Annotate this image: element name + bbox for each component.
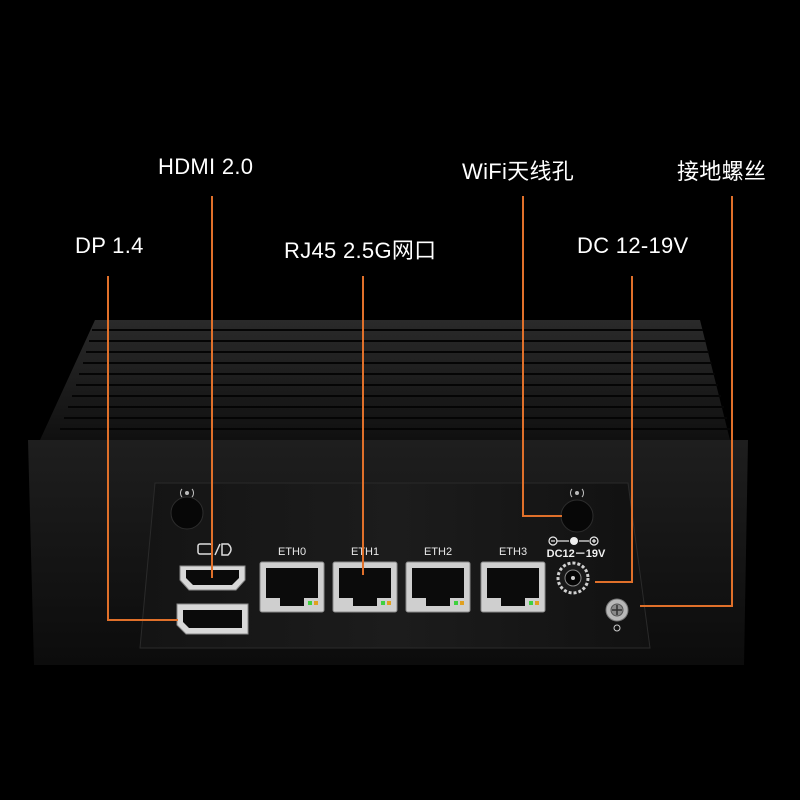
dp-leader-line bbox=[107, 276, 178, 621]
ground-screw bbox=[605, 598, 629, 632]
dc-marking: DC12－19V bbox=[547, 548, 606, 560]
hdmi-label: HDMI 2.0 bbox=[158, 154, 254, 179]
rj45-label: RJ45 2.5G网口 bbox=[284, 238, 437, 263]
eth3-label: ETH3 bbox=[499, 546, 527, 558]
dc-leader-line bbox=[595, 276, 633, 583]
displayport-port bbox=[176, 603, 249, 635]
rj45-port-eth1 bbox=[332, 561, 398, 613]
eth1-label: ETH1 bbox=[351, 546, 379, 558]
rj45-port-eth0 bbox=[259, 561, 325, 613]
eth0-label: ETH0 bbox=[278, 546, 306, 558]
ground-leader-line bbox=[640, 196, 733, 607]
dc-power-label: DC 12-19V bbox=[577, 233, 689, 258]
leader-lines bbox=[107, 196, 733, 621]
dc-power-jack bbox=[556, 561, 590, 595]
wifi-antenna-label: WiFi天线孔 bbox=[462, 159, 575, 184]
eth2-label: ETH2 bbox=[424, 546, 452, 558]
wifi-leader-line bbox=[522, 196, 562, 517]
dp-label: DP 1.4 bbox=[75, 233, 144, 258]
dc-polarity-icon bbox=[548, 536, 599, 546]
wifi-antenna-hole-left bbox=[170, 488, 204, 530]
rj45-port-eth2 bbox=[405, 561, 471, 613]
rj45-port-eth3 bbox=[480, 561, 546, 613]
heatsink-fins bbox=[30, 320, 746, 458]
ground-screw-label: 接地螺丝 bbox=[677, 159, 767, 184]
